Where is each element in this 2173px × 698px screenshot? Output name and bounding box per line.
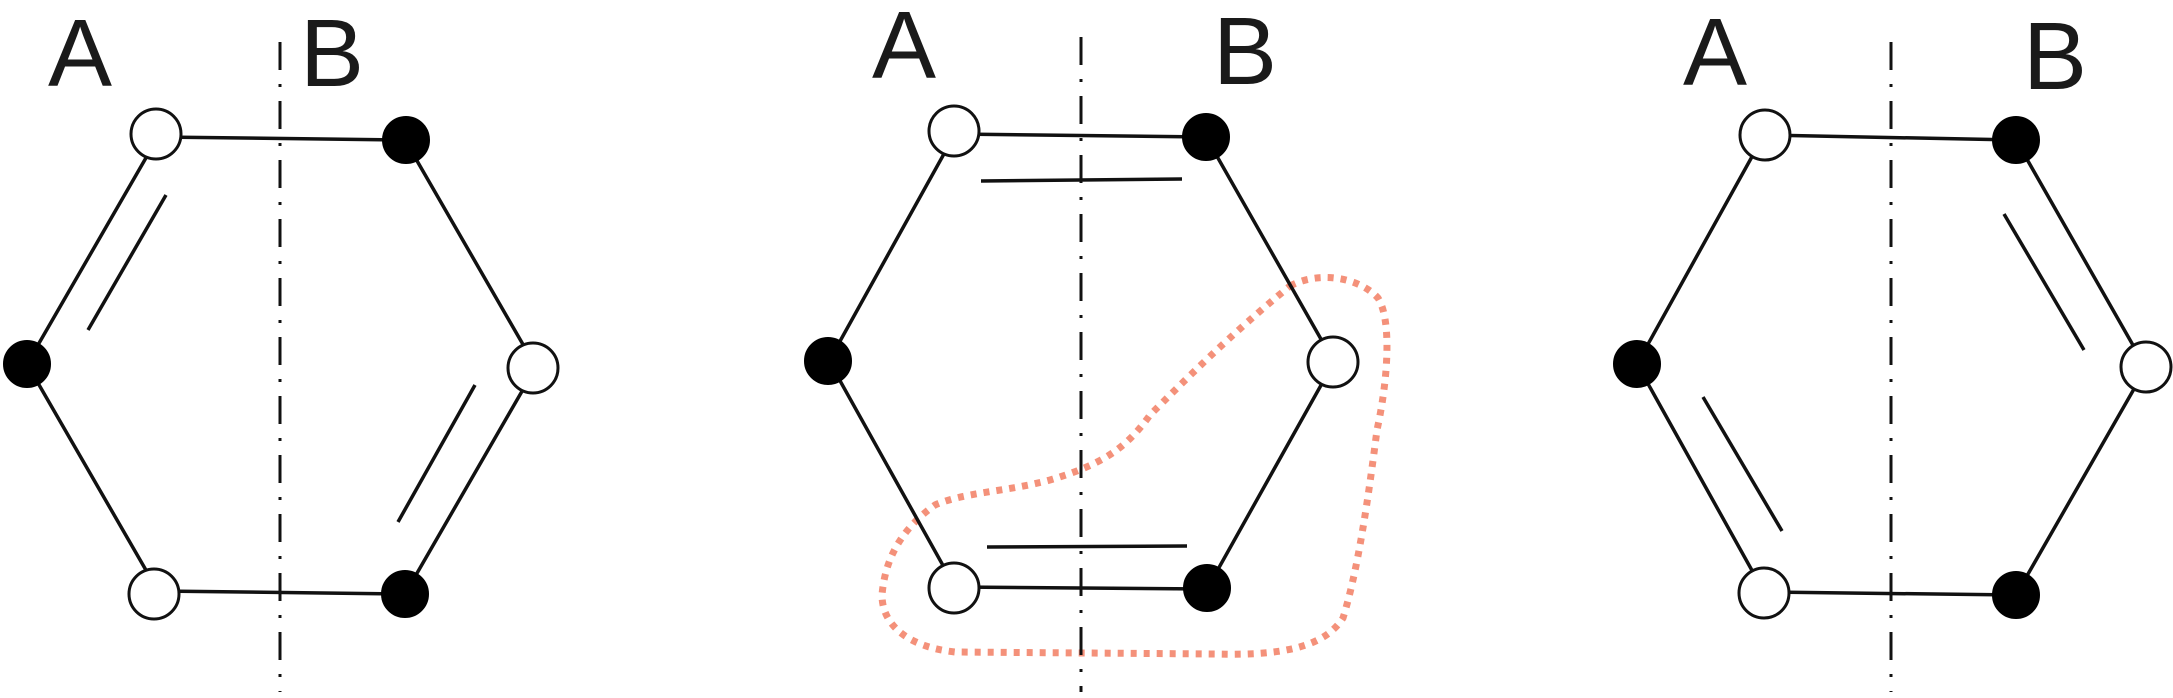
label-a: A xyxy=(872,0,936,99)
open-atom xyxy=(927,561,981,615)
open-atom xyxy=(506,341,560,395)
open-atom xyxy=(927,104,981,158)
open-atom xyxy=(1737,566,1791,620)
open-atom xyxy=(127,567,181,621)
panel-left: A B xyxy=(3,0,560,692)
double-bond-inner xyxy=(2002,213,2086,351)
filled-atom xyxy=(3,340,51,388)
label-b: B xyxy=(2023,3,2087,110)
panel-middle: A B xyxy=(804,0,1391,692)
label-a: A xyxy=(48,0,112,107)
panel-right: A B xyxy=(1613,0,2173,692)
double-bond-inner xyxy=(396,384,477,523)
double-bond-inner xyxy=(1701,396,1784,532)
open-atom xyxy=(129,107,183,161)
open-atom xyxy=(1738,108,1792,162)
highlight-region xyxy=(878,273,1391,658)
filled-atom xyxy=(1613,340,1661,388)
open-atom xyxy=(2119,340,2173,394)
filled-atom xyxy=(381,570,429,618)
open-atom xyxy=(1306,335,1360,389)
double-bond-inner xyxy=(980,177,1183,183)
filled-atom xyxy=(804,337,852,385)
filled-atom xyxy=(1992,571,2040,619)
filled-atom xyxy=(382,116,430,164)
double-bond-inner xyxy=(86,194,168,331)
label-b: B xyxy=(1213,0,1277,105)
filled-atom xyxy=(1182,113,1230,161)
filled-atom xyxy=(1183,564,1231,612)
filled-atom xyxy=(1992,116,2040,164)
label-a: A xyxy=(1683,0,1747,106)
double-bond-inner xyxy=(986,544,1188,549)
label-b: B xyxy=(300,0,364,107)
